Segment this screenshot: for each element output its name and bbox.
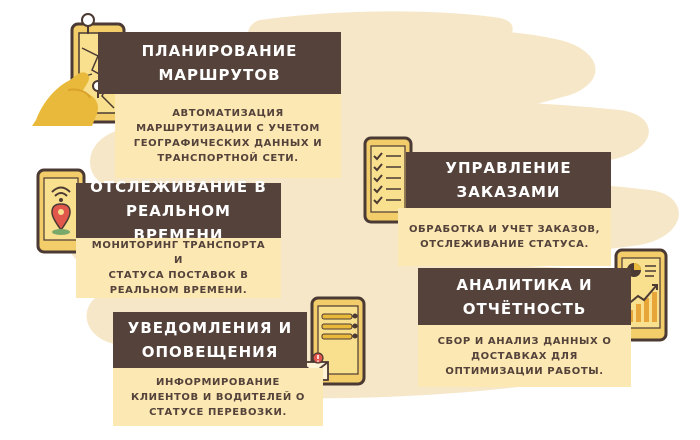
feature-title: Аналитика и отчётность bbox=[418, 268, 631, 325]
feature-description: Сбор и анализ данных о доставках для опт… bbox=[418, 325, 631, 387]
feature-description: Автоматизация маршрутизации с учетом гео… bbox=[115, 94, 341, 178]
location-phone-icon bbox=[36, 168, 86, 254]
feature-description: Обработка и учет заказов, отслеживание с… bbox=[398, 208, 611, 266]
feature-title: Управление заказами bbox=[406, 152, 611, 208]
feature-description: Мониторинг транспорта и статуса поставок… bbox=[76, 238, 281, 298]
notification-phone-icon bbox=[299, 296, 366, 386]
feature-title: Планирование маршрутов bbox=[98, 32, 341, 94]
feature-title: Уведомления и оповещения bbox=[113, 312, 307, 368]
feature-title: Отслеживание в реальном времени bbox=[76, 178, 281, 244]
feature-description: Информирование клиентов и водителей о ст… bbox=[113, 368, 323, 426]
